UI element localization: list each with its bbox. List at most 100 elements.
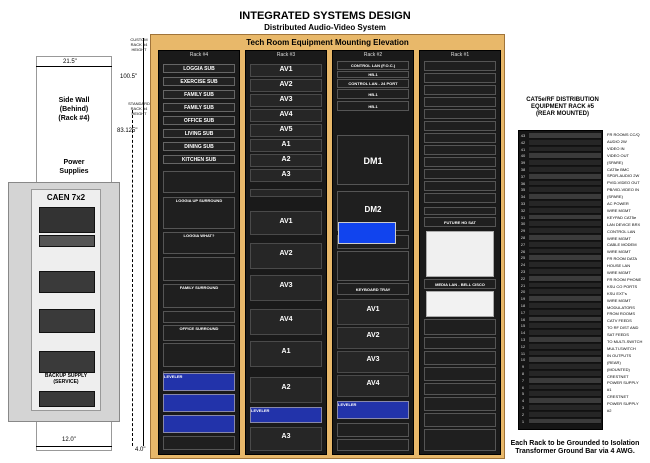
rack-unit-row bbox=[529, 309, 601, 316]
rack-5-label: TO RF DIST AND bbox=[607, 325, 639, 331]
equipment-unit bbox=[337, 423, 409, 437]
media-lan-unit: MEDIA LAN - BELL CISCO bbox=[424, 279, 496, 289]
rack-unit-number: 18 bbox=[520, 303, 526, 308]
rack-5-label: WIRE MGMT bbox=[607, 249, 631, 255]
rack-unit-number: 15 bbox=[520, 323, 526, 329]
backup-supply-label: BACKUP SUPPLY (SERVICE) bbox=[44, 373, 88, 385]
rack-unit-row bbox=[529, 187, 601, 194]
rack-unit-row bbox=[529, 133, 601, 139]
rack-5-label: #1 bbox=[607, 387, 612, 393]
rack-unit-number: 23 bbox=[520, 269, 526, 274]
rack-unit-number: 9 bbox=[521, 364, 525, 370]
equipment-unit bbox=[163, 257, 235, 281]
rack-unit-row bbox=[529, 180, 601, 187]
surround-unit: LOGGIA UP SURROUND bbox=[163, 197, 235, 229]
rack-4-label: Rack #4 bbox=[189, 52, 209, 58]
rack-5-label: WIRE MGMT bbox=[607, 207, 631, 213]
page-subtitle: Distributed Audio-Video System bbox=[264, 23, 386, 32]
rack-unit-row bbox=[529, 337, 601, 343]
rack-unit-number: 39 bbox=[520, 160, 526, 166]
leveler-unit: LEVELER bbox=[163, 373, 235, 391]
amp-label: A3 bbox=[281, 171, 291, 178]
rack-unit-number: 21 bbox=[520, 282, 526, 288]
amp-label: AV5 bbox=[279, 126, 293, 133]
surround-unit: LOGGIA WHAT? bbox=[163, 232, 235, 254]
equipment-unit bbox=[424, 193, 496, 203]
height-dimension-line bbox=[143, 38, 144, 446]
side-wall-line2: (Behind) bbox=[59, 106, 89, 113]
rack-unit-row bbox=[529, 235, 601, 241]
rack-5-label: (SPARE) bbox=[607, 159, 623, 165]
rack-unit-row bbox=[529, 282, 601, 289]
equipment-unit bbox=[424, 319, 496, 335]
rack-5-title-line1: CAT5e/RF DISTRIBUTION bbox=[526, 97, 599, 103]
rack-5-label: FR ROOM PHONE bbox=[607, 276, 642, 282]
rack-5-label: KSU CO PORTS bbox=[607, 283, 638, 289]
height-83-label: 83.125" bbox=[117, 128, 138, 134]
rack-1-label: Rack #1 bbox=[450, 52, 470, 58]
amplifier: AV3 bbox=[250, 275, 322, 301]
rack-5-label: IN OUTPUTS bbox=[607, 352, 632, 358]
rack-unit-row bbox=[529, 330, 601, 336]
equipment-unit bbox=[424, 121, 496, 131]
amplifier: A1 bbox=[250, 341, 322, 367]
rack-unit-row bbox=[529, 269, 601, 275]
rack-unit-row bbox=[529, 248, 601, 255]
height-dimension-line-2 bbox=[132, 110, 133, 446]
rack-unit-row bbox=[529, 167, 601, 173]
height-100-label: 100.5" bbox=[120, 74, 138, 80]
rack-unit-number: 16 bbox=[520, 316, 526, 322]
rack-unit-row bbox=[529, 296, 601, 302]
rack-unit-number: 7 bbox=[521, 377, 525, 383]
rack-5-title: CAT5e/RF DISTRIBUTION EQUIPMENT RACK #5 … bbox=[510, 97, 615, 118]
rack-unit-row bbox=[529, 350, 601, 357]
unit-label: HB-1 bbox=[368, 92, 378, 97]
equipment-unit bbox=[424, 367, 496, 381]
rack-2-label: Rack #2 bbox=[363, 52, 383, 58]
rack-unit-row bbox=[529, 303, 601, 309]
rack-5-label: VIDEO IN bbox=[607, 145, 625, 151]
rack-5-label: WIRE MGMT bbox=[607, 270, 631, 275]
equipment-unit bbox=[424, 169, 496, 179]
rack-unit-row bbox=[529, 357, 601, 364]
equipment-unit bbox=[337, 251, 409, 281]
rack-2: Rack #2 CONTROL LAN (F.O.C.) HB-1 CONTRO… bbox=[332, 50, 414, 455]
rack-unit-number: 40 bbox=[520, 153, 526, 159]
rack-5-label: VIDEO OUT bbox=[607, 152, 630, 158]
leveler-unit: LEVELER bbox=[250, 407, 322, 423]
dm-unit: DM1 bbox=[337, 135, 409, 185]
amp-label: AV4 bbox=[279, 111, 293, 118]
rack-unit-number: 6 bbox=[521, 384, 525, 390]
leveler-unit bbox=[163, 415, 235, 433]
rack-unit-row bbox=[529, 228, 601, 234]
rack-5-label: MODULATORS bbox=[607, 304, 635, 310]
rack-5-label: FR ROOM DATA bbox=[607, 256, 638, 262]
rack-unit-number: 33 bbox=[520, 201, 526, 206]
power-unit bbox=[39, 391, 95, 407]
equipment-unit bbox=[424, 397, 496, 411]
dm-label: DM1 bbox=[363, 156, 383, 166]
rack-5-label: (SPARE) bbox=[607, 194, 623, 200]
rack-unit-number: 5 bbox=[521, 391, 525, 397]
rack-unit-row bbox=[529, 418, 601, 425]
amp-label: AV3 bbox=[279, 282, 293, 289]
rack-5-title-line3: (REAR MOUNTED) bbox=[536, 111, 589, 117]
bottom-width-label: 12.0" bbox=[62, 437, 76, 443]
rack-3: Rack #3 AV1 AV2 AV3 AV4 AV5 A1 A2 A3 AV1… bbox=[245, 50, 327, 455]
sub-amp: FAMILY SUB bbox=[163, 103, 235, 112]
rack-unit-number: 34 bbox=[520, 194, 526, 200]
rack-5-label: KEYPAD CAT5e bbox=[607, 214, 637, 220]
rack-unit-number: 11 bbox=[520, 350, 526, 356]
future-unit: FUTURE HD SAT bbox=[424, 217, 496, 227]
amplifier bbox=[250, 189, 322, 197]
wall-width-label: 21.5" bbox=[63, 59, 77, 65]
leveler-label: LEVELER bbox=[164, 374, 183, 379]
surround-label: LOGGIA WHAT? bbox=[183, 233, 215, 238]
rack-unit-row bbox=[529, 262, 601, 268]
unit-label: CONTROL LAN (F.O.C.) bbox=[350, 63, 396, 68]
equipment-unit bbox=[424, 145, 496, 155]
sub-amp: EXERCISE SUB bbox=[163, 77, 235, 86]
amp-label: AV4 bbox=[366, 380, 380, 387]
rack-unit-row bbox=[529, 255, 601, 262]
rack-unit-number: 42 bbox=[520, 139, 526, 145]
